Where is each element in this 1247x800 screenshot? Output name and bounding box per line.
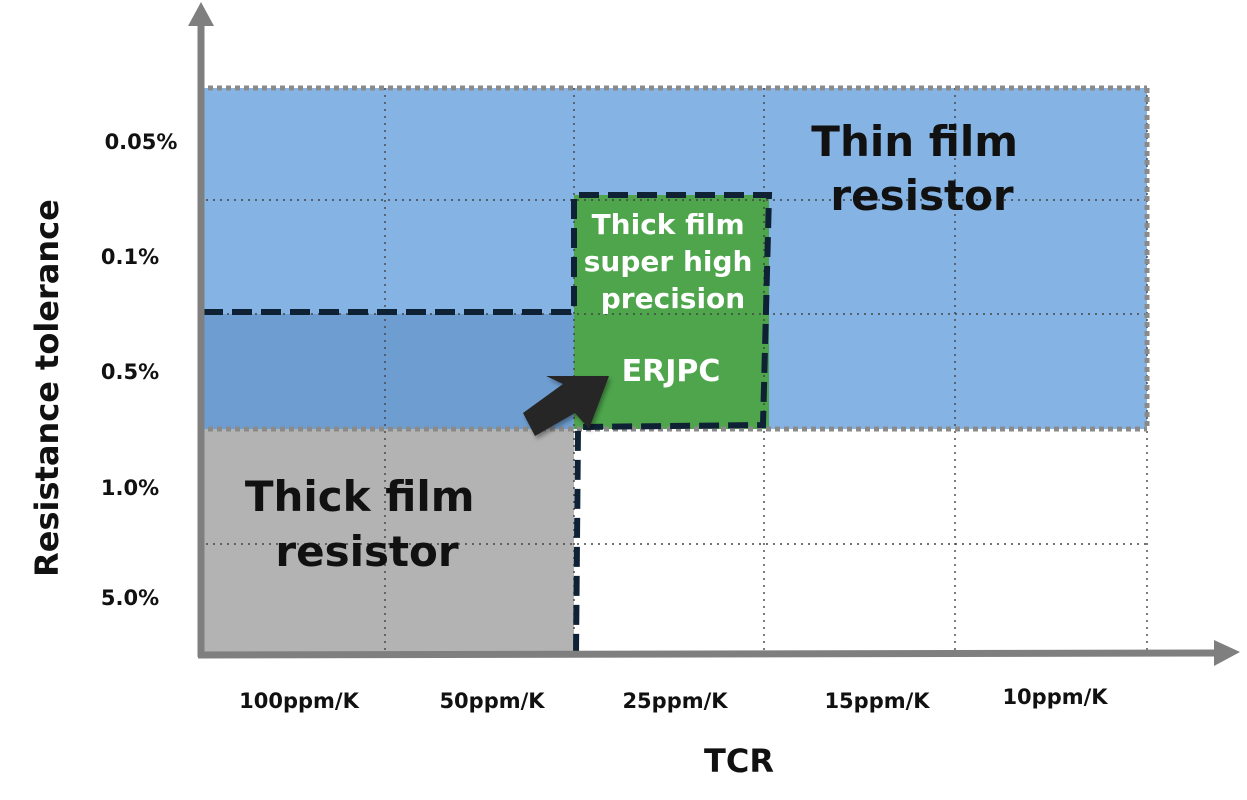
super-precision-region	[574, 195, 769, 429]
pointer-arrow-icon	[523, 376, 609, 436]
super-precision-label: Thick film super high precision	[584, 208, 762, 315]
thick-film-label-line2: resistor	[275, 527, 459, 576]
y-tick-label: 0.1%	[101, 245, 159, 269]
y-axis-title: Resistance tolerance	[28, 199, 66, 577]
thin-film-label-line1: Thin film	[811, 117, 1018, 166]
x-tick-label: 10ppm/K	[1002, 685, 1108, 709]
thin-film-label-line2: resistor	[830, 171, 1014, 220]
thick-film-region	[199, 429, 574, 655]
x-tick-label: 50ppm/K	[439, 689, 545, 713]
thin-film-label: Thin film resistor	[811, 117, 1032, 220]
super-precision-label-line3: precision	[601, 282, 745, 315]
y-tick-label: 0.5%	[101, 360, 159, 384]
x-tick-label: 25ppm/K	[622, 689, 728, 713]
thick-thin-overlap-region	[199, 314, 574, 429]
x-tick-labels: 100ppm/K 50ppm/K 25ppm/K 15ppm/K 10ppm/K	[239, 685, 1108, 713]
y-tick-label: 0.05%	[105, 130, 178, 154]
axes	[188, 2, 1240, 666]
thick-film-boundary	[203, 192, 773, 656]
thick-film-label: Thick film resistor	[245, 472, 489, 576]
x-axis-line	[197, 649, 1221, 659]
thin-film-outline	[199, 85, 1150, 432]
product-label-erjpc: ERJPC	[622, 354, 721, 389]
y-tick-label: 1.0%	[101, 476, 159, 500]
super-precision-label-line1: Thick film	[592, 208, 745, 241]
x-axis-arrowhead	[1214, 640, 1240, 666]
thick-film-label-line1: Thick film	[245, 472, 475, 521]
y-tick-label: 5.0%	[101, 586, 159, 610]
y-axis-arrowhead	[188, 2, 214, 26]
x-tick-label: 100ppm/K	[239, 689, 359, 713]
x-tick-label: 15ppm/K	[824, 689, 930, 713]
y-tick-labels: 0.05% 0.1% 0.5% 1.0% 5.0%	[101, 130, 178, 610]
super-precision-label-line2: super high	[584, 245, 753, 278]
x-axis-title: TCR	[704, 742, 774, 780]
